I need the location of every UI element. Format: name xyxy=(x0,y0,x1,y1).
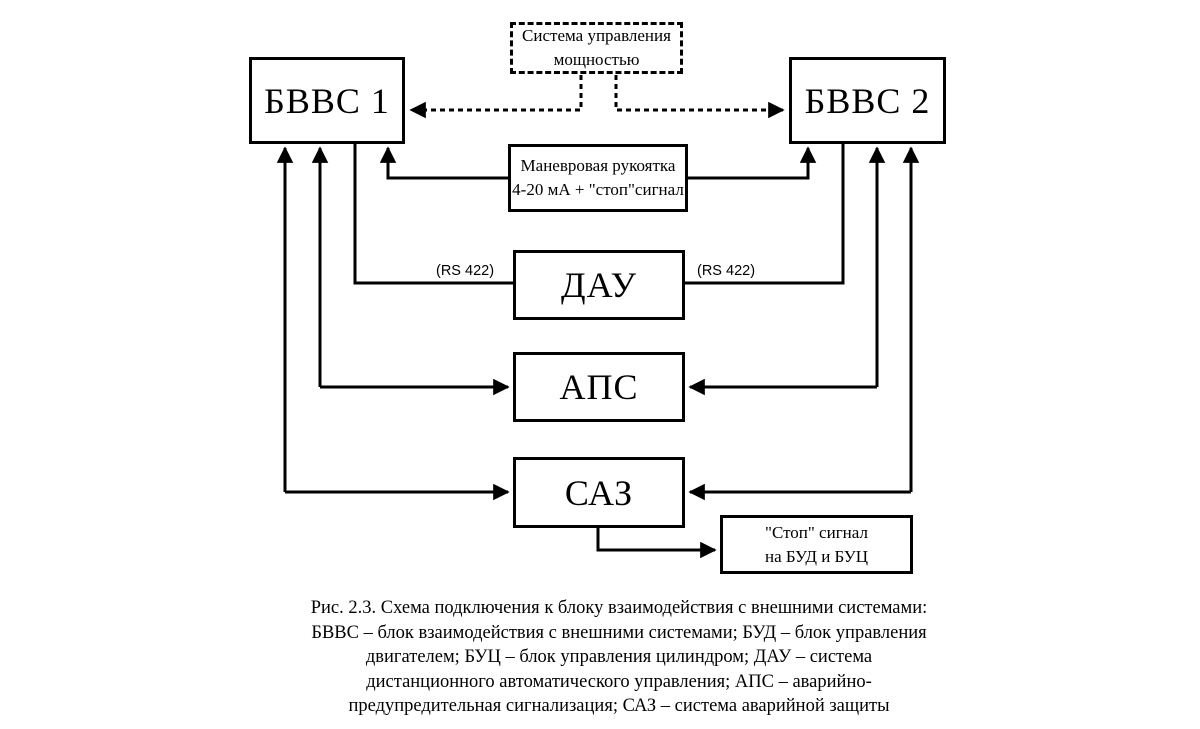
saz-label: САЗ xyxy=(564,472,634,513)
bvvs1-label: БВВС 1 xyxy=(264,80,390,121)
rs422-right-label: (RS 422) xyxy=(697,263,756,279)
connector-lines-layer xyxy=(276,75,920,559)
caption-line-5: предупредительная сигнализация; САЗ – си… xyxy=(348,696,890,716)
stop-signal-box: "Стоп" сигнал на БУД и БУЦ xyxy=(720,515,913,574)
stop-signal-label-line2: на БУД и БУЦ xyxy=(764,546,869,566)
maneuvering-handle-label-line1: Маневровая рукоятка xyxy=(520,156,676,175)
bvvs2-label: БВВС 2 xyxy=(804,80,931,121)
stop-signal-label-line1: "Стоп" сигнал xyxy=(765,522,868,542)
aps-label: АПС xyxy=(559,367,639,407)
dau-box: ДАУ xyxy=(513,250,685,320)
connector-manevr-to-bvvs2 xyxy=(687,146,817,180)
caption-line-4: дистанционного автоматического управлени… xyxy=(366,671,872,692)
connector-saz-to-stop xyxy=(596,528,717,559)
rs422-left-label: (RS 422) xyxy=(436,263,495,279)
connector-power-to-bvvs2 xyxy=(614,75,785,119)
aps-box: АПС xyxy=(513,352,685,422)
saz-box: САЗ xyxy=(513,457,685,528)
power-control-system-label-line2: мощностью xyxy=(553,50,640,69)
figure-caption: Рис. 2.3. Схема подключения к блоку взаи… xyxy=(19,596,1200,719)
maneuvering-handle-label-line2: 4-20 мА + "стоп"сигнал xyxy=(512,180,684,199)
caption-line-2: БВВС – блок взаимодействия с внешними си… xyxy=(311,622,927,643)
bvvs1-box: БВВС 1 xyxy=(249,57,405,144)
power-control-system-label-line1: Система управления xyxy=(522,26,671,45)
connector-manevr-to-bvvs1 xyxy=(379,146,508,180)
caption-line-3: двигателем; БУЦ – блок управления цилинд… xyxy=(365,647,873,667)
bvvs2-box: БВВС 2 xyxy=(789,57,946,144)
maneuvering-handle-box: Маневровая рукоятка 4-20 мА + "стоп"сигн… xyxy=(508,144,688,212)
connector-power-to-bvvs1 xyxy=(409,75,583,119)
caption-line-1: Рис. 2.3. Схема подключения к блоку взаи… xyxy=(310,598,928,618)
connector-bvvs2-dau-rs422 xyxy=(685,144,845,285)
connector-bvvs1-dau-rs422 xyxy=(353,144,513,285)
power-control-system-box: Система управления мощностью xyxy=(510,22,683,74)
dau-label: ДАУ xyxy=(561,265,637,305)
